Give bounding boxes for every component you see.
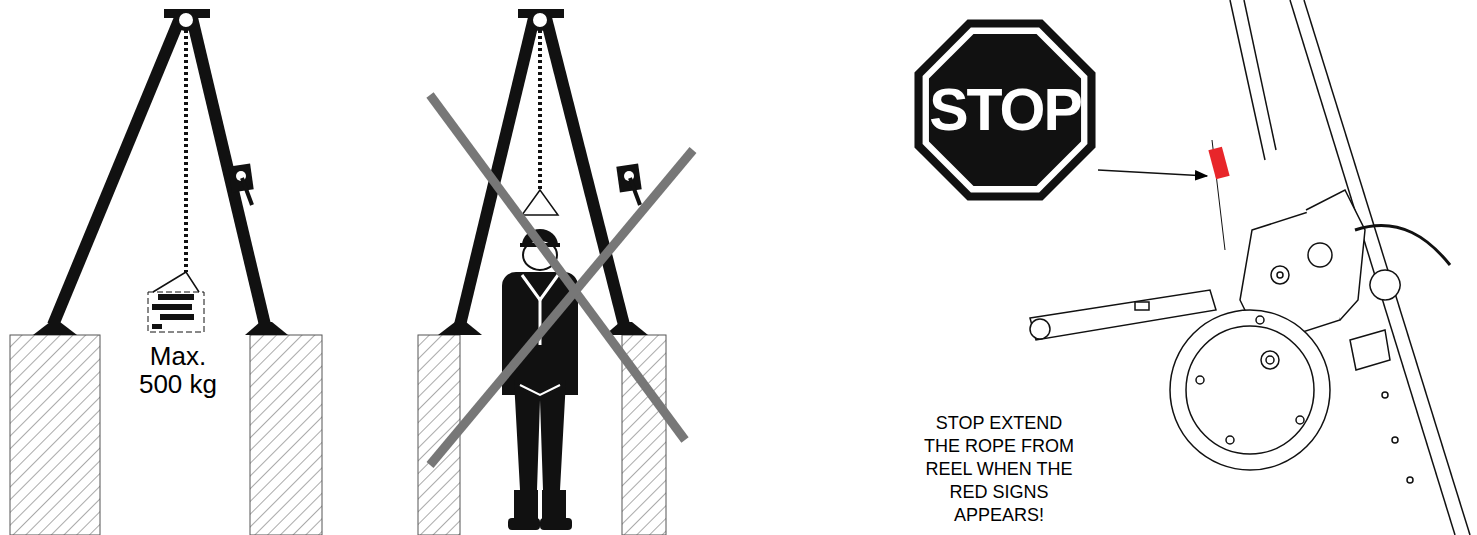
tripod-person-forbidden	[418, 9, 693, 535]
tripod-load	[10, 9, 322, 535]
sign-text: STOP	[929, 76, 1081, 144]
stop-sign: STOP	[907, 12, 1103, 208]
winch-detail	[1030, 0, 1470, 535]
load-limit-label: Max. 500 kg	[130, 342, 226, 398]
instruction-note: STOP EXTEND THE ROPE FROM REEL WHEN THE …	[922, 412, 1076, 527]
